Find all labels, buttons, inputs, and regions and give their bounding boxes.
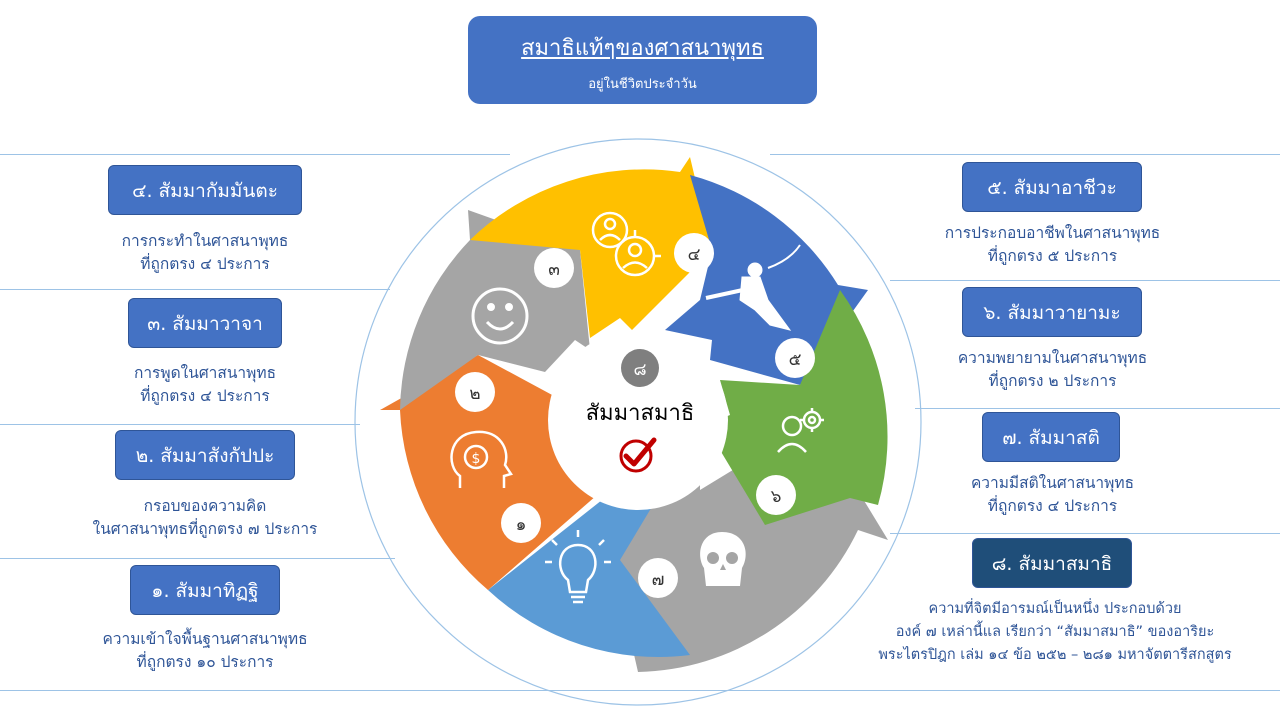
divider-line <box>890 280 1280 281</box>
lightbulb-icon <box>545 530 611 604</box>
center-hub <box>548 330 728 510</box>
number-6: ๖ <box>771 487 782 507</box>
number-1: ๑ <box>516 515 527 535</box>
desc-line: ที่ถูกตรง ๔ ประการ <box>987 497 1118 515</box>
title-box: สมาธิแท้ๆของศาสนาพุทธ อยู่ในชีวิตประจำวั… <box>468 16 817 104</box>
desc-line: ในศาสนาพุทธที่ถูกตรง ๗ ประการ <box>92 520 318 538</box>
divider-line <box>890 533 1280 534</box>
desc-line: ที่ถูกตรง ๔ ประการ <box>140 387 270 405</box>
right-box-5: ๕. สัมมาอาชีวะ <box>962 162 1142 212</box>
skull-icon <box>700 532 746 586</box>
desc-line: ความพยายามในศาสนาพุทธ <box>957 349 1148 367</box>
divider-line <box>0 289 390 290</box>
number-4: ๔ <box>688 245 701 265</box>
left-desc-4: การกระทำในศาสนาพุทธ ที่ถูกตรง ๔ ประการ <box>60 230 350 276</box>
desc-line: การกระทำในศาสนาพุทธ <box>121 232 289 250</box>
desc-line: องค์ ๗ เหล่านี้แล เรียกว่า “สัมมาสมาธิ” … <box>895 624 1215 640</box>
number-2: ๒ <box>469 384 480 404</box>
segment-1 <box>488 470 690 658</box>
left-desc-2: กรอบของความคิด ในศาสนาพุทธที่ถูกตรง ๗ ปร… <box>40 495 370 541</box>
desc-line: ที่ถูกตรง ๕ ประการ <box>987 247 1118 265</box>
desc-line: ความมีสติในศาสนาพุทธ <box>970 474 1135 492</box>
page-subtitle: อยู่ในชีวิตประจำวัน <box>588 77 697 92</box>
desc-line: ที่ถูกตรง ๔ ประการ <box>140 255 270 273</box>
divider-line <box>770 154 1280 155</box>
head-dollar-icon: $ <box>450 430 513 488</box>
desc-line: ความที่จิตมีอารมณ์เป็นหนึ่ง ประกอบด้วย <box>928 601 1182 617</box>
divider-line <box>0 154 510 155</box>
page-title: สมาธิแท้ๆของศาสนาพุทธ <box>521 36 764 61</box>
segment-6 <box>705 290 888 525</box>
checkmark-icon <box>619 437 657 473</box>
warrior-icon <box>705 244 801 331</box>
desc-line: ความเข้าใจพื้นฐานศาสนาพุทธ <box>102 630 308 648</box>
left-desc-1: ความเข้าใจพื้นฐานศาสนาพุทธ ที่ถูกตรง ๑๐ … <box>40 628 370 674</box>
number-7: ๗ <box>652 570 665 590</box>
right-desc-7: ความมีสติในศาสนาพุทธ ที่ถูกตรง ๔ ประการ <box>900 472 1205 518</box>
desc-line: ที่ถูกตรง ๑๐ ประการ <box>136 653 274 671</box>
desc-line: การพูดในศาสนาพุทธ <box>133 364 277 382</box>
right-box-6: ๖. สัมมาวายามะ <box>962 287 1142 337</box>
divider-line <box>0 424 360 425</box>
number-8: ๘ <box>633 360 646 380</box>
desc-line: พระไตรปิฎก เล่ม ๑๔ ข้อ ๒๕๒ – ๒๘๑ มหาจัตต… <box>878 647 1232 663</box>
left-box-3: ๓. สัมมาวาจา <box>128 298 282 348</box>
desc-line: กรอบของความคิด <box>143 497 267 515</box>
segment-number-badges: ๑ ๒ ๓ ๔ ๕ ๖ ๗ ๘ <box>455 233 815 598</box>
segment-4 <box>470 157 712 338</box>
left-box-1: ๑. สัมมาทิฏฐิ <box>130 565 280 615</box>
person-gear-icon <box>777 408 824 453</box>
outer-ring <box>354 138 922 706</box>
divider-line <box>0 690 1280 691</box>
left-desc-3: การพูดในศาสนาพุทธ ที่ถูกตรง ๔ ประการ <box>60 362 350 408</box>
left-box-2: ๒. สัมมาสังกัปปะ <box>115 430 295 480</box>
desc-line: การประกอบอาชีพในศาสนาพุทธ <box>944 224 1161 242</box>
right-desc-8: ความที่จิตมีอารมณ์เป็นหนึ่ง ประกอบด้วย อ… <box>835 598 1275 667</box>
right-box-7: ๗. สัมมาสติ <box>982 412 1120 462</box>
right-desc-5: การประกอบอาชีพในศาสนาพุทธ ที่ถูกตรง ๕ ปร… <box>900 222 1205 268</box>
number-5: ๕ <box>789 350 802 370</box>
segment-5 <box>665 175 868 385</box>
people-target-icon <box>591 211 661 277</box>
right-box-8: ๘. สัมมาสมาธิ <box>972 538 1132 588</box>
right-desc-6: ความพยายามในศาสนาพุทธ ที่ถูกตรง ๒ ประการ <box>900 347 1205 393</box>
svg-text:$: $ <box>472 451 481 467</box>
left-box-4: ๔. สัมมากัมมันตะ <box>108 165 302 215</box>
center-label: สัมมาสมาธิ <box>586 401 695 426</box>
desc-line: ที่ถูกตรง ๒ ประการ <box>988 372 1117 390</box>
divider-line <box>915 408 1280 409</box>
divider-line <box>0 558 395 559</box>
number-3: ๓ <box>548 260 560 280</box>
smiley-icon <box>471 287 529 345</box>
